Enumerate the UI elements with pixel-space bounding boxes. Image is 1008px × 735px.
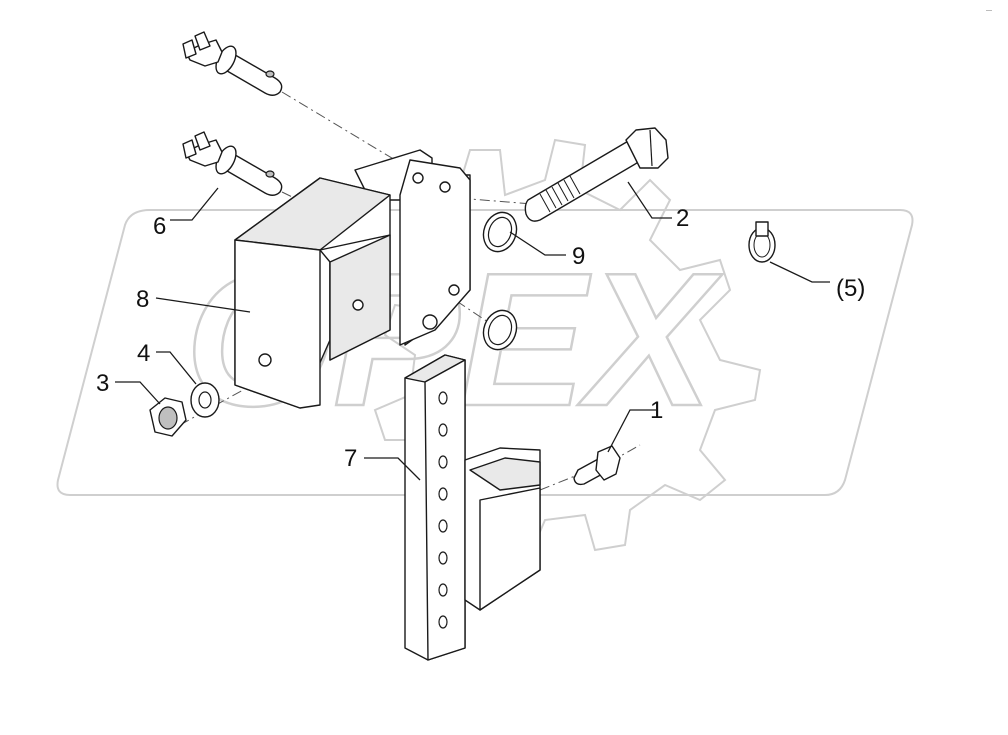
watermark-gear-outline xyxy=(373,138,762,557)
watermark-band-outline xyxy=(56,209,914,496)
callout-2: 2 xyxy=(676,205,689,232)
bolt-short xyxy=(573,445,621,486)
callout-7: 7 xyxy=(344,445,357,472)
callout-4: 4 xyxy=(137,340,150,367)
spring-ring-lower xyxy=(482,309,518,351)
drawbar-mount xyxy=(404,354,541,661)
lynch-pin-upper xyxy=(182,31,283,96)
lock-pin xyxy=(748,221,776,263)
callout-1: 1 xyxy=(650,397,663,424)
callout-8: 8 xyxy=(136,286,149,313)
lynch-pin-lower xyxy=(182,131,283,196)
nut xyxy=(149,397,187,437)
callout-9: 9 xyxy=(572,243,585,270)
spring-ring-upper xyxy=(482,211,518,253)
callout-5: (5) xyxy=(836,275,865,302)
bracket xyxy=(234,149,471,409)
leader-lines xyxy=(115,181,830,481)
washer xyxy=(190,382,220,418)
bolt-long xyxy=(524,127,669,222)
callout-6: 6 xyxy=(153,213,166,240)
corner-mark: — xyxy=(986,8,992,14)
callout-3: 3 xyxy=(96,370,109,397)
